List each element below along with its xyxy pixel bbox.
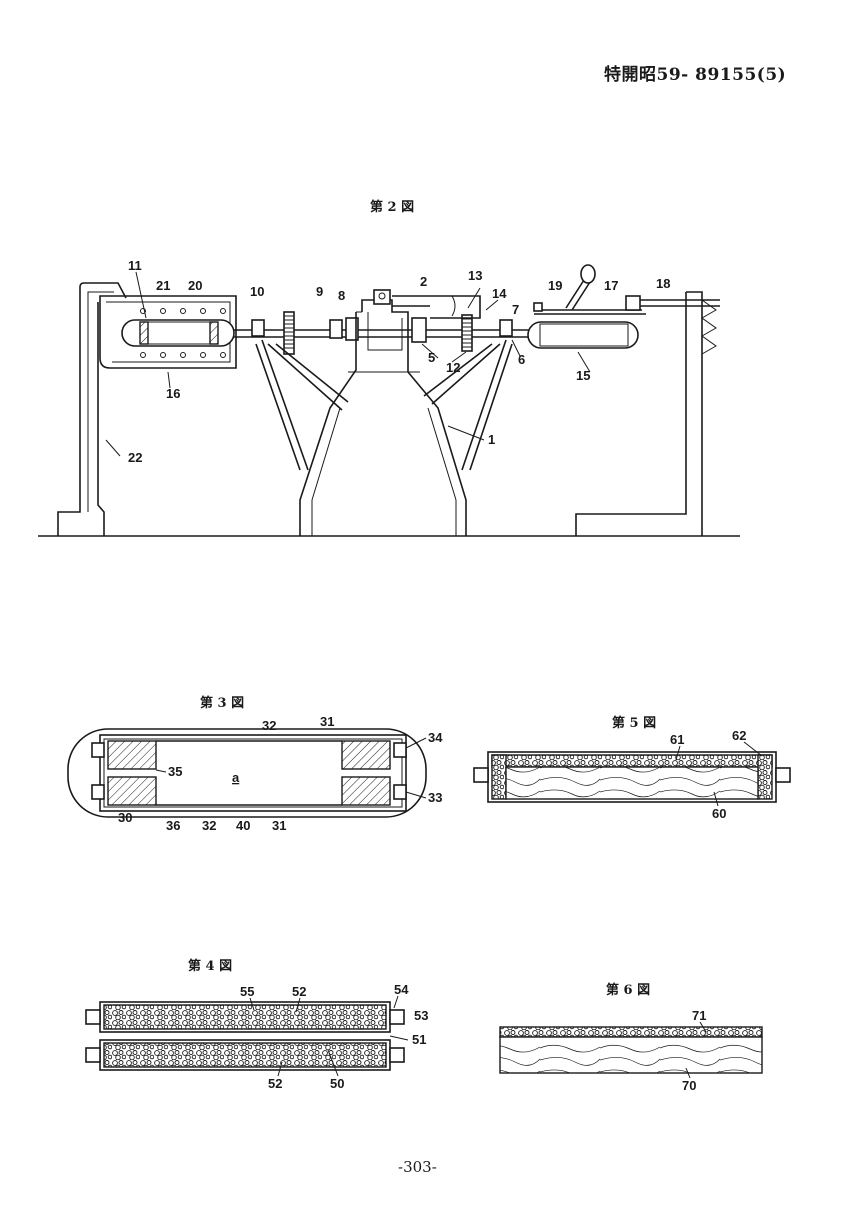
- fig2-cover-17: [534, 309, 646, 315]
- fig4-label-51: 51: [412, 1032, 426, 1047]
- fig4-caption: 第 4 図: [188, 959, 233, 974]
- fig3-label-40: 40: [236, 818, 250, 833]
- fig2-label-15: 15: [576, 368, 590, 383]
- fig5-label-62: 62: [732, 728, 746, 743]
- fig4-layer-50: [103, 1042, 387, 1068]
- fig5-layer-61: [491, 754, 773, 768]
- fig2-gear-12: [461, 314, 473, 352]
- fig4-pin-53: [389, 1009, 405, 1025]
- fig3-caption: 第 3 図: [200, 696, 245, 711]
- fig6-caption: 第 6 図: [606, 983, 651, 998]
- fig2-drawing: [38, 264, 740, 537]
- fig2-bearing-5: [411, 317, 427, 343]
- fig2-bearing-8: [345, 317, 359, 341]
- fig5-drawing: [473, 751, 791, 803]
- fig3-label-31-bottom: 31: [272, 818, 286, 833]
- fig2-label-18: 18: [656, 276, 670, 291]
- fig2-bearing-9: [329, 319, 343, 339]
- fig2-burner-holes: [140, 308, 226, 358]
- fig2-label-19: 19: [548, 278, 562, 293]
- fig2-stand-22: [57, 282, 127, 536]
- fig2-braces: [255, 339, 513, 471]
- fig3-label-35: 35: [168, 764, 182, 779]
- fig2-label-5: 5: [428, 350, 435, 365]
- fig2-motor-bracket: [373, 289, 391, 305]
- fig2-label-21: 21: [156, 278, 170, 293]
- fig2-label-1: 1: [488, 432, 495, 447]
- fig6-layer-71: [499, 1026, 763, 1038]
- fig6-label-70: 70: [682, 1078, 696, 1093]
- fig2-heating-box-16: [99, 295, 237, 369]
- fig2-caption: 第 2 図: [370, 200, 415, 215]
- fig3-end-block-30: [107, 740, 157, 770]
- fig2-label-11: 11: [128, 258, 142, 273]
- fig2-label-8: 8: [338, 288, 345, 303]
- fig3-label-31-top: 31: [320, 714, 334, 729]
- page-number: -303-: [398, 1158, 437, 1176]
- publication-number: 特開昭59- 89155(5): [604, 65, 787, 85]
- fig2-label-14: 14: [492, 286, 507, 301]
- fig3-drawing: [67, 728, 427, 818]
- fig5-label-60: 60: [712, 806, 726, 821]
- fig2-label-6: 6: [518, 352, 525, 367]
- fig2-label-13: 13: [468, 268, 482, 283]
- fig3-label-32-top: 32: [262, 718, 276, 733]
- fig2-mold-15: [527, 321, 639, 349]
- fig3-outer-casing-36: [67, 728, 427, 818]
- fig4-label-50: 50: [330, 1076, 344, 1091]
- fig5-labels: 61 62 60: [670, 728, 763, 821]
- fig4-pin-left-top: [85, 1009, 101, 1025]
- fig6-label-71: 71: [692, 1008, 706, 1023]
- fig2-label-16: 16: [166, 386, 180, 401]
- fig4-label-55: 55: [240, 984, 254, 999]
- fig4-label-53: 53: [414, 1008, 428, 1023]
- fig5-pin-right: [775, 767, 791, 783]
- fig4-label-52-top: 52: [292, 984, 306, 999]
- fig3-pin-left-top: [91, 742, 105, 758]
- fig2-motor-13: [392, 295, 481, 319]
- fig6-wood-70: [499, 1036, 763, 1074]
- fig4-labels: 55 52 54 53 51 52 50: [240, 982, 428, 1091]
- fig2-bearing-6: [499, 319, 513, 337]
- fig2-arm-18: [640, 299, 720, 307]
- fig2-label-12: 12: [446, 360, 460, 375]
- fig2-clamp: [625, 295, 641, 311]
- fig3-label-36: 36: [166, 818, 180, 833]
- fig3-pin-34: [393, 742, 407, 758]
- fig2-label-9: 9: [316, 284, 323, 299]
- fig2-labels: 11 21 20 10 9 8 2 13 14 19 17 18 7 5 12 …: [105, 258, 670, 465]
- fig5-pin-left: [473, 767, 489, 783]
- fig2-label-10: 10: [250, 284, 264, 299]
- fig3-body-31: [99, 734, 407, 812]
- fig2-label-20: 20: [188, 278, 202, 293]
- fig2-column-1: [299, 299, 467, 536]
- fig4-layer-55: [103, 1004, 387, 1030]
- fig2-label-2: 2: [420, 274, 427, 289]
- fig3-label-33: 33: [428, 790, 442, 805]
- fig5-wood-60: [505, 766, 759, 800]
- fig5-label-61: 61: [670, 732, 684, 747]
- fig3-label-30: 30: [118, 810, 132, 825]
- fig4-label-52-bottom: 52: [268, 1076, 282, 1091]
- fig2-right-support: [575, 291, 703, 536]
- fig4-label-54: 54: [394, 982, 409, 997]
- fig2-lever-19: [565, 279, 591, 311]
- fig4-drawing: [85, 1001, 405, 1071]
- fig3-pin-33: [393, 784, 407, 800]
- fig2-label-7: 7: [512, 302, 519, 317]
- fig3-label-34: 34: [428, 730, 443, 745]
- fig3-label-32-bottom: 32: [202, 818, 216, 833]
- fig3-labels: 32 31 34 35 a 33 30 36 32 40 31: [118, 714, 443, 833]
- fig3-label-a: a: [232, 770, 240, 785]
- fig2-mold-11: [121, 319, 235, 347]
- fig5-caption: 第 5 図: [612, 716, 657, 731]
- fig2-bearing-10: [251, 319, 265, 337]
- fig2-label-17: 17: [604, 278, 618, 293]
- fig6-labels: 71 70: [682, 1008, 706, 1093]
- fig2-label-22: 22: [128, 450, 142, 465]
- fig6-drawing: [499, 1026, 763, 1074]
